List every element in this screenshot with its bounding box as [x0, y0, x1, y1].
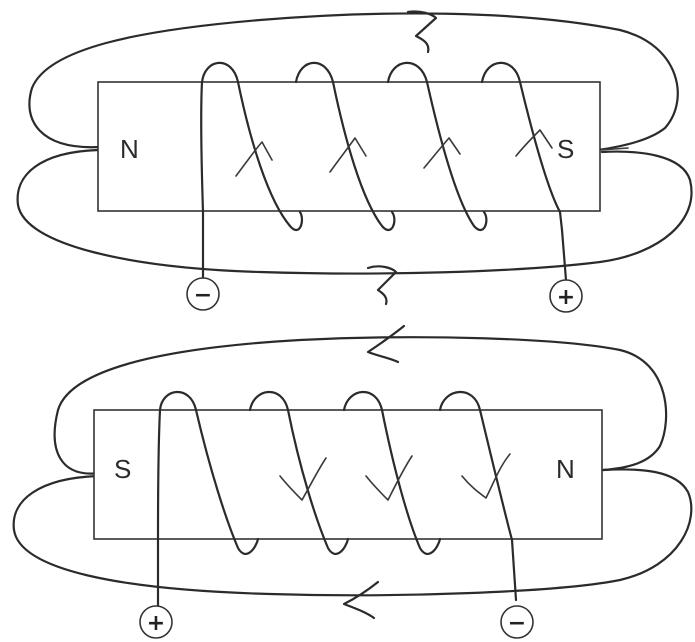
arrow-mark-bottom-2 [365, 455, 413, 501]
terminal-bottom-positive-circle [139, 605, 173, 639]
terminal-top-positive-circle [549, 279, 583, 313]
coil-bottom-turn-1 [158, 390, 260, 555]
electromagnet-top: N S − + [16, 10, 693, 313]
coil-bottom-lead-left [156, 408, 162, 608]
terminal-bottom-positive: + [139, 605, 173, 639]
pole-label-top-left: N [120, 134, 139, 164]
coil-top-turn-1 [200, 61, 304, 232]
terminal-top-negative: − [186, 277, 220, 311]
field-line-top-upper [28, 12, 679, 152]
field-line-bottom-upper [53, 336, 668, 475]
field-arrow-bottom-upper [366, 324, 406, 364]
terminal-bottom-negative: − [500, 605, 534, 639]
coil-top-turn-4 [480, 61, 568, 282]
coil-bottom-turn-2 [248, 390, 350, 555]
field-arrow-top-upper [406, 10, 438, 54]
coil-top-turn-2 [294, 61, 396, 232]
arrow-mark-bottom-1 [279, 457, 327, 501]
coil-top-turn-3 [386, 61, 488, 232]
field-arrow-top-lower [366, 265, 398, 306]
electromagnet-bottom: S N + − [12, 324, 693, 639]
terminal-top-positive-sign: + [557, 285, 575, 310]
field-line-top-right-hook [599, 147, 629, 151]
terminal-bottom-negative-sign: − [508, 611, 526, 636]
pole-label-top-right: S [557, 134, 574, 164]
coil-top-lead-left [200, 80, 205, 280]
terminal-top-positive: + [549, 279, 583, 313]
terminal-top-negative-circle [186, 277, 220, 311]
arrow-mark-top-3 [423, 137, 461, 169]
terminal-bottom-positive-sign: + [147, 611, 165, 636]
arrow-mark-top-2 [329, 137, 367, 173]
field-arrow-bottom-lower [342, 580, 380, 620]
terminal-bottom-negative-circle [500, 605, 534, 639]
pole-label-bottom-left: S [114, 454, 131, 484]
terminal-top-negative-sign: − [194, 283, 212, 308]
field-line-top-lower [16, 148, 693, 275]
iron-core-bottom [93, 409, 603, 540]
coil-bottom-turn-3 [342, 390, 442, 555]
pole-label-bottom-right: N [556, 454, 575, 484]
arrow-mark-bottom-3 [461, 453, 511, 499]
coil-bottom-turn-4 [438, 390, 518, 602]
arrow-mark-top-1 [235, 141, 273, 177]
field-line-bottom-lower [12, 468, 693, 597]
arrow-mark-top-4 [515, 129, 553, 157]
